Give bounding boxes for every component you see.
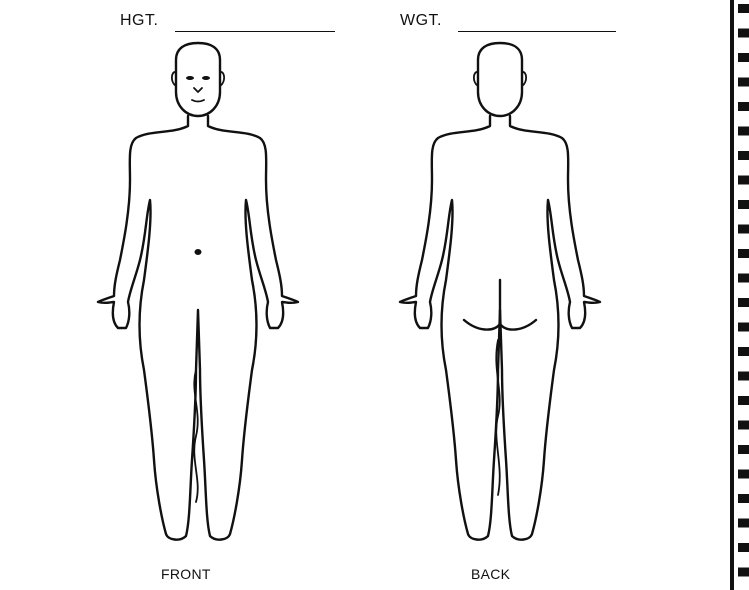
perforation-mark <box>738 127 749 136</box>
perforation-mark <box>738 323 749 332</box>
page-edge-rule <box>730 0 734 590</box>
perforation-mark <box>738 470 749 479</box>
front-body-outline <box>90 40 310 550</box>
perforation-mark <box>738 396 749 405</box>
front-body-figure[interactable] <box>90 40 310 550</box>
height-label: HGT. <box>120 12 158 30</box>
perforation-mark <box>738 200 749 209</box>
perforation-mark <box>738 568 749 577</box>
perforation-mark <box>738 29 749 38</box>
perforation-mark <box>738 4 749 13</box>
perforation-mark <box>738 225 749 234</box>
perforation-mark <box>738 249 749 258</box>
back-body-outline <box>392 40 612 550</box>
perforation-mark <box>738 445 749 454</box>
perforation-mark <box>738 298 749 307</box>
perforation-mark <box>738 543 749 552</box>
weight-field[interactable] <box>458 31 616 32</box>
perforation-mark <box>738 102 749 111</box>
perforation-mark <box>738 421 749 430</box>
perforation-mark <box>738 494 749 503</box>
back-body-figure[interactable] <box>392 40 612 550</box>
page-edge-perforation <box>738 0 749 590</box>
perforation-mark <box>738 53 749 62</box>
perforation-mark <box>738 176 749 185</box>
perforation-mark <box>738 151 749 160</box>
front-caption: FRONT <box>161 566 211 582</box>
perforation-mark <box>738 519 749 528</box>
perforation-mark <box>738 78 749 87</box>
height-field[interactable] <box>175 31 335 32</box>
weight-label: WGT. <box>400 12 442 30</box>
perforation-mark <box>738 274 749 283</box>
perforation-mark <box>738 372 749 381</box>
perforation-mark <box>738 347 749 356</box>
back-caption: BACK <box>471 566 510 582</box>
